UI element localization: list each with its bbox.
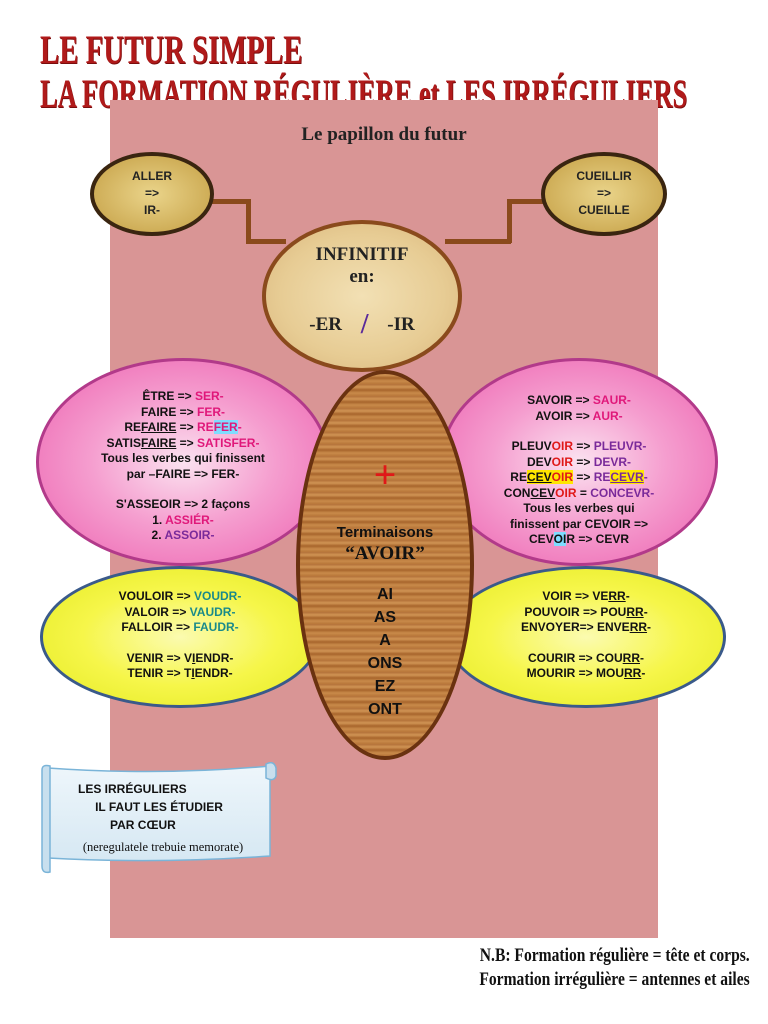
antenna-connector-right-h1 (507, 199, 549, 204)
head-ir: -IR (387, 314, 415, 335)
head-endings: -ER / -IR (266, 306, 458, 340)
rule-falloir: FALLOIR => FAUDR- (121, 620, 239, 634)
plus-icon: + (373, 452, 397, 497)
rule-asseoir: S'ASSEOIR => 2 façons (115, 497, 251, 511)
scroll-line-2: IL FAUT LES ÉTUDIER (95, 800, 223, 814)
ending-ont: ONT (368, 701, 402, 718)
wing-upper-right: SAVOIR => SAUR- AVOIR => AUR- PLEUVOIR =… (440, 358, 718, 566)
note-cevoir-3: CEVOIR => CEVR (528, 532, 630, 546)
body-endings: AI AS A ONS EZ ONT (300, 583, 470, 721)
antenna-right-line-3: CUEILLE (578, 203, 630, 217)
scroll-line-1: LES IRRÉGULIERS (78, 782, 187, 796)
rule-pleuvoir: PLEUVOIR => PLEUVR- (511, 439, 647, 453)
footnote-line-2: Formation irrégulière = antennes et aile… (479, 969, 750, 990)
wing-lower-right: VOIR => VERR- POUVOIR => POURR- ENVOYER=… (446, 566, 726, 708)
antenna-connector-right-v (507, 199, 512, 243)
rule-satisfaire: SATISFAIRE => SATISFER- (106, 435, 260, 450)
ending-ons: ONS (367, 655, 403, 672)
subtitle: Le papillon du futur (301, 124, 467, 145)
rule-faire: FAIRE => FER- (140, 404, 226, 419)
antenna-left-line-1: ALLER (132, 169, 172, 183)
note-faire-2: par –FAIRE => FER- (126, 466, 240, 481)
antenna-connector-right-h2 (445, 239, 511, 244)
antenna-right-line-2: => (596, 186, 611, 200)
rule-venir: VENIR => VIENDR- (126, 650, 234, 665)
head-infinitif: INFINITIF (315, 244, 409, 265)
note-cevoir-2: finissent par CEVOIR => (509, 516, 649, 531)
rule-valoir: VALOIR => VAUDR- (124, 604, 236, 619)
note-cevoir-1: Tous les verbes qui (523, 501, 635, 515)
rule-concevoir: CONCEVOIR = CONCEVR- (503, 485, 655, 500)
butterfly-head: INFINITIF en: -ER / -IR (262, 220, 462, 372)
antenna-right-line-1: CUEILLIR (576, 169, 632, 183)
scroll-note: LES IRRÉGULIERS IL FAUT LES ÉTUDIER PAR … (38, 762, 278, 874)
rule-voir: VOIR => VERR- (542, 589, 630, 603)
ending-ez: EZ (374, 678, 396, 695)
antenna-left: ALLER => IR- (90, 152, 214, 236)
antenna-left-line-2: => (144, 186, 159, 200)
antenna-connector-left-v (246, 199, 251, 243)
note-faire-1: Tous les verbes qui finissent (101, 451, 265, 465)
rule-courir: COURIR => COURR- (527, 650, 645, 665)
body-terminaisons: Terminaisons (336, 524, 434, 541)
rule-avoir: AVOIR => AUR- (535, 408, 623, 423)
ending-a: A (379, 632, 391, 649)
rule-vouloir: VOULOIR => VOUDR- (118, 589, 242, 603)
head-er: -ER (309, 314, 342, 335)
body-avoir: “AVOIR” (345, 543, 425, 564)
scroll-line-3: PAR CŒUR (110, 818, 176, 832)
footnote: N.B: Formation régulière = tête et corps… (480, 944, 750, 992)
rule-asseoir-option-2: 2. ASSOIR- (151, 528, 215, 542)
rule-devoir: DEVOIR => DEVR- (526, 454, 632, 469)
ending-ai: AI (377, 586, 393, 603)
butterfly-body: + Terminaisons “AVOIR” AI AS A ONS EZ ON… (296, 370, 474, 760)
rule-mourir: MOURIR => MOURR- (526, 666, 646, 680)
ending-as: AS (373, 609, 397, 626)
wing-upper-left: ÊTRE => SER- FAIRE => FER- REFAIRE => RE… (36, 358, 330, 566)
rule-etre: ÊTRE => SER- (142, 389, 224, 403)
head-slash: / (360, 309, 369, 340)
scroll-shape (41, 762, 277, 874)
rule-envoyer: ENVOYER=> ENVERR- (520, 620, 652, 634)
wing-lower-left: VOULOIR => VOUDR- VALOIR => VAUDR- FALLO… (40, 566, 320, 708)
antenna-connector-left-h2 (246, 239, 286, 244)
rule-savoir: SAVOIR => SAUR- (527, 393, 631, 407)
rule-tenir: TENIR => TIENDR- (127, 666, 233, 680)
antenna-left-line-3: IR- (144, 203, 160, 217)
antenna-right: CUEILLIR => CUEILLE (541, 152, 667, 236)
head-en: en: (349, 266, 375, 287)
rule-pouvoir: POUVOIR => POURR- (524, 604, 648, 619)
antenna-connector-left-h1 (208, 199, 250, 204)
rule-refaire: REFAIRE => REFER- (124, 420, 242, 434)
scroll-line-4: (neregulatele trebuie memorate) (82, 840, 244, 854)
title-line-1: LE FUTUR SIMPLE (40, 27, 303, 72)
rule-recevoir: RECEVOIR => RECEVR- (510, 470, 648, 484)
rule-asseoir-option-1: 1. ASSIÉR- (152, 512, 214, 527)
footnote-line-1: N.B: Formation régulière = tête et corps… (480, 945, 750, 966)
